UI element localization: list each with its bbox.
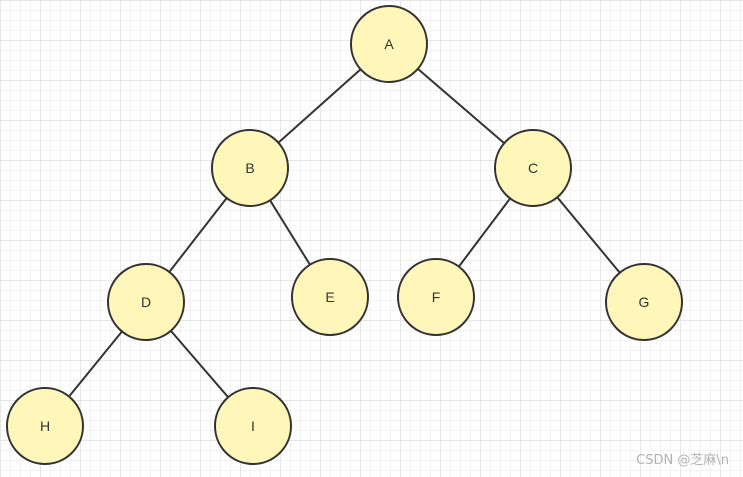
tree-node-d: D (107, 263, 185, 341)
node-circle-i (214, 387, 292, 465)
node-label-b: B (245, 160, 254, 176)
tree-node-c: C (494, 129, 572, 207)
tree-node-f: F (397, 258, 475, 336)
node-circle-b (211, 129, 289, 207)
node-circle-f (397, 258, 475, 336)
node-circle-a (350, 5, 428, 83)
node-label-g: G (639, 294, 650, 310)
node-label-i: I (251, 418, 255, 434)
node-circle-c (494, 129, 572, 207)
tree-nodes: A B C D E F G H I (6, 5, 683, 465)
csdn-watermark: CSDN @芝麻\n (636, 453, 729, 468)
node-circle-d (107, 263, 185, 341)
tree-node-g: G (605, 263, 683, 341)
tree-node-i: I (214, 387, 292, 465)
node-circle-h (6, 387, 84, 465)
node-circle-e (291, 258, 369, 336)
tree-edges (44, 43, 645, 427)
tree-node-h: H (6, 387, 84, 465)
tree-node-b: B (211, 129, 289, 207)
node-label-c: C (528, 160, 538, 176)
node-label-a: A (384, 36, 394, 52)
node-label-h: H (40, 418, 50, 434)
node-circle-g (605, 263, 683, 341)
tree-node-a: A (350, 5, 428, 83)
node-label-d: D (141, 294, 151, 310)
tree-node-e: E (291, 258, 369, 336)
node-label-f: F (432, 289, 441, 305)
node-label-e: E (325, 289, 334, 305)
